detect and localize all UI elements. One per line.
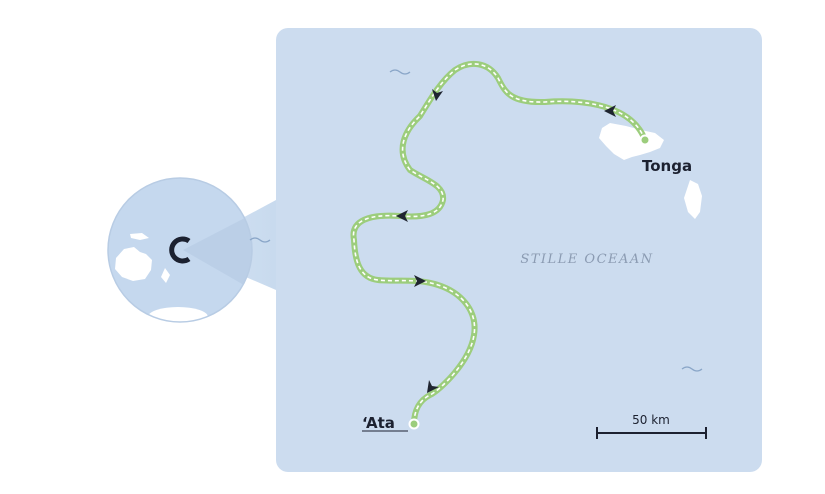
- wave-icon: [681, 366, 703, 372]
- scale-bar-label: 50 km: [632, 413, 670, 427]
- tonga-marker: [639, 134, 651, 146]
- location-marker-icon: [169, 236, 191, 264]
- route-arrow-icon: [427, 380, 439, 393]
- new-zealand-landmass: [161, 268, 170, 283]
- route-arrow-icon: [432, 89, 443, 101]
- place-label-ata: ‘Ata: [362, 414, 395, 432]
- scale-bar: 50 km: [596, 413, 707, 439]
- wave-icon: [389, 69, 411, 75]
- tonga-island-main: [599, 123, 664, 160]
- route-arrow-icon: [604, 105, 616, 117]
- ata-marker: [408, 418, 420, 430]
- route-arrow-icon: [414, 275, 426, 287]
- ocean-label: STILLE OCEAAN: [520, 252, 653, 267]
- new-guinea-landmass: [130, 233, 149, 240]
- tonga-island-small: [684, 180, 702, 219]
- voyage-route: [350, 60, 648, 427]
- wave-icon: [249, 237, 271, 243]
- place-label-tonga: Tonga: [642, 157, 692, 175]
- map-panel: Tonga ‘Ata STILLE OCEAAN 50 km: [249, 28, 762, 472]
- australia-landmass: [115, 247, 152, 281]
- route-arrow-icon: [396, 210, 408, 222]
- inset-globe: [107, 177, 253, 323]
- antarctica-landmass: [148, 307, 208, 322]
